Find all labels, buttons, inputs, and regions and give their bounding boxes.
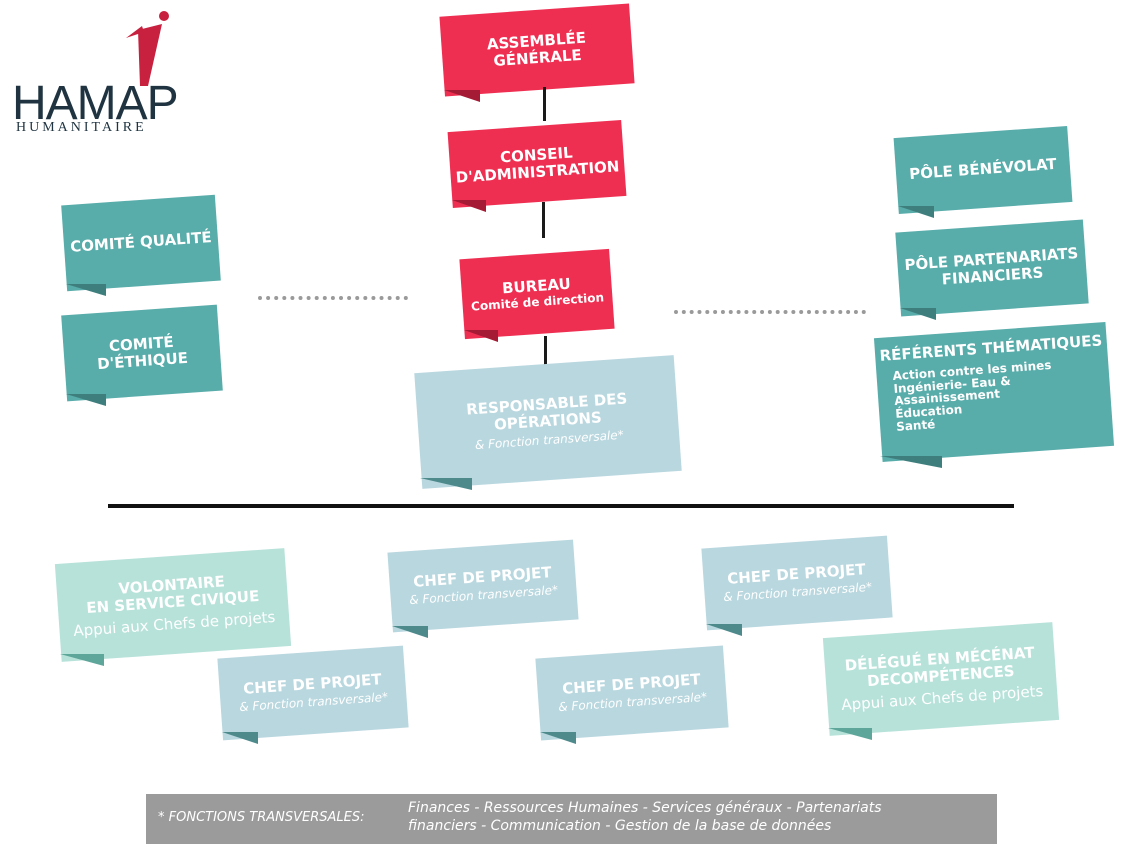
connector-bureau-responsable — [544, 336, 547, 368]
connector-ca-bureau — [542, 202, 545, 238]
conseil-administration-box: CONSEIL D'ADMINISTRATION — [447, 120, 627, 208]
footer-line1: Finances - Ressources Humaines - Service… — [408, 800, 882, 816]
comite-ethique-box: COMITÉ D'ÉTHIQUE — [61, 304, 223, 402]
comite-qualite-box: COMITÉ QUALITÉ — [61, 194, 221, 292]
logo-subtitle: HUMANITAIRE — [16, 120, 147, 135]
referents-thematiques-box: RÉFÉRENTS THÉMATIQUES Action contre les … — [873, 322, 1115, 462]
delegue-mecenat-box: DÉLÉGUÉ EN MÉCÉNAT DECOMPÉTENCES Appui a… — [822, 622, 1060, 736]
comite-ethique-label: COMITÉ D'ÉTHIQUE — [96, 332, 189, 374]
dotted-connector-left — [258, 296, 408, 300]
chef-de-projet-box-3: CHEF DE PROJET & Fonction transversale* — [217, 645, 409, 741]
pole-benevolat-label: PÔLE BÉNÉVOLAT — [908, 155, 1058, 184]
responsable-operations-box: RESPONSABLE DES OPÉRATIONS & Fonction tr… — [414, 355, 682, 489]
hamap-logo: HAMAP HUMANITAIRE — [10, 8, 190, 138]
footer-label: * FONCTIONS TRANSVERSALES: — [158, 810, 365, 825]
referents-fold — [880, 456, 942, 468]
bureau-subtitle: Comité de direction — [470, 290, 605, 314]
dotted-connector-right — [674, 310, 866, 314]
assemblee-label: ASSEMBLÉE GÉNÉRALE — [486, 28, 587, 71]
footer-line2: financiers - Communication - Gestion de … — [408, 818, 832, 834]
logo-figure-icon — [126, 11, 169, 86]
logo-name: HAMAP — [12, 77, 179, 130]
divider-line — [108, 504, 1014, 508]
pole-partenariats-box: PÔLE PARTENARIATS FINANCIERS — [895, 219, 1089, 317]
chef-de-projet-box-1: CHEF DE PROJET & Fonction transversale* — [387, 539, 579, 633]
bureau-box: BUREAU Comité de direction — [459, 248, 615, 340]
comite-qualite-label: COMITÉ QUALITÉ — [69, 228, 213, 257]
responsable-title: RESPONSABLE DES OPÉRATIONS — [465, 389, 628, 434]
conseil-line2: D'ADMINISTRATION — [455, 157, 620, 187]
referents-list: Action contre les mines Ingénierie- Eau … — [876, 355, 1112, 434]
transversal-functions-footer: * FONCTIONS TRANSVERSALES: Finances - Re… — [146, 794, 997, 844]
assemblee-generale-box: ASSEMBLÉE GÉNÉRALE — [439, 3, 635, 97]
volontaire-service-civique-box: VOLONTAIRE EN SERVICE CIVIQUE Appui aux … — [54, 548, 292, 662]
pole-benevolat-box: PÔLE BÉNÉVOLAT — [893, 126, 1073, 214]
connector-ag-ca — [543, 87, 546, 121]
chef-de-projet-box-4: CHEF DE PROJET & Fonction transversale* — [535, 645, 729, 741]
chef-de-projet-box-2: CHEF DE PROJET & Fonction transversale* — [701, 535, 893, 631]
